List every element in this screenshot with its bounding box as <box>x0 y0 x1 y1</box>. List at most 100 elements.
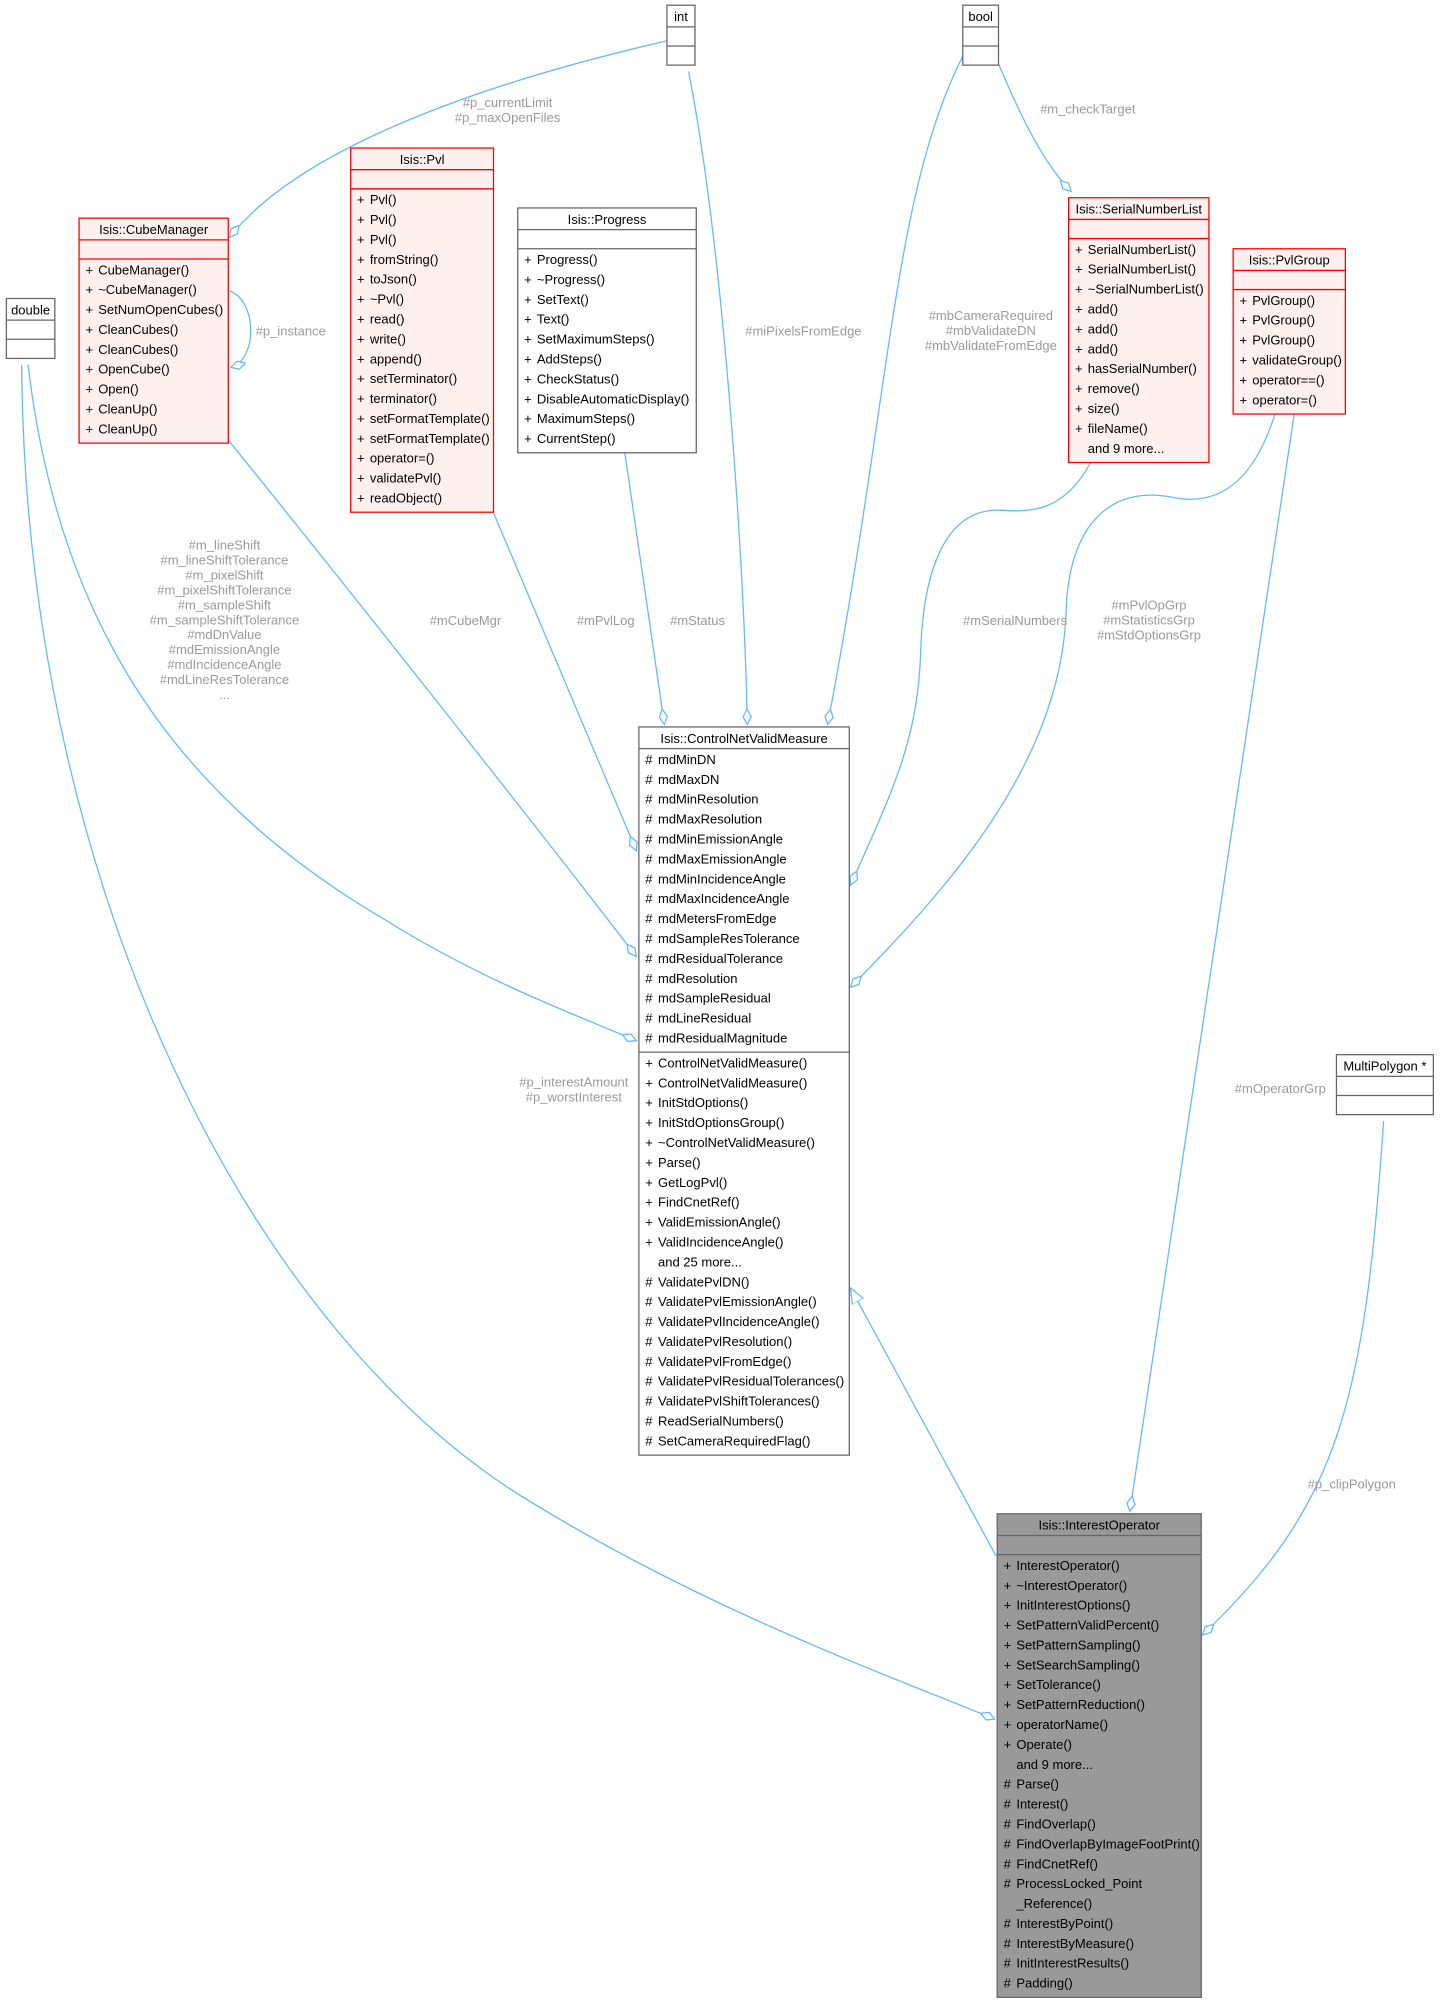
method-item[interactable]: setTerminator() <box>370 371 457 386</box>
attribute-item[interactable]: mdLineResidual <box>658 1011 751 1026</box>
method-item[interactable]: SetNumOpenCubes() <box>98 302 223 317</box>
method-item[interactable]: and 9 more... <box>1088 441 1165 456</box>
method-item[interactable]: read() <box>370 311 405 326</box>
class-name[interactable]: Isis::Pvl <box>400 152 445 167</box>
method-item[interactable]: add() <box>1088 321 1118 336</box>
method-item[interactable]: CurrentStep() <box>537 431 616 446</box>
method-item[interactable]: SetTolerance() <box>1016 1677 1101 1692</box>
class-box-bool[interactable]: bool <box>962 4 1000 66</box>
method-item[interactable]: ~InterestOperator() <box>1016 1578 1127 1593</box>
method-item[interactable]: ValidatePvlResidualTolerances() <box>658 1374 844 1389</box>
method-item[interactable]: CheckStatus() <box>537 371 619 386</box>
method-item[interactable]: CleanCubes() <box>98 342 178 357</box>
method-item[interactable]: validateGroup() <box>1252 353 1342 368</box>
method-item[interactable]: OpenCube() <box>98 362 170 377</box>
attribute-item[interactable]: mdResolution <box>658 971 738 986</box>
method-item[interactable]: SetPatternValidPercent() <box>1016 1618 1159 1633</box>
method-item[interactable]: CleanCubes() <box>98 322 178 337</box>
method-item[interactable]: GetLogPvl() <box>658 1175 727 1190</box>
attribute-item[interactable]: mdMinResolution <box>658 792 758 807</box>
method-item[interactable]: ValidIncidenceAngle() <box>658 1234 784 1249</box>
attribute-item[interactable]: mdMinIncidenceAngle <box>658 871 786 886</box>
method-item[interactable]: operatorName() <box>1016 1717 1108 1732</box>
method-item[interactable]: SerialNumberList() <box>1088 242 1196 257</box>
method-item[interactable]: ValidatePvlShiftTolerances() <box>658 1394 820 1409</box>
attribute-item[interactable]: mdMaxEmissionAngle <box>658 851 787 866</box>
method-item[interactable]: ControlNetValidMeasure() <box>658 1075 807 1090</box>
attribute-item[interactable]: mdSampleResTolerance <box>658 931 800 946</box>
method-item[interactable]: ~ControlNetValidMeasure() <box>658 1135 815 1150</box>
method-item[interactable]: operator=() <box>1252 392 1317 407</box>
class-name[interactable]: bool <box>968 9 993 24</box>
method-item[interactable]: Pvl() <box>370 212 397 227</box>
class-name[interactable]: Isis::InterestOperator <box>1039 1518 1161 1533</box>
method-item[interactable]: ReadSerialNumbers() <box>658 1414 784 1429</box>
method-item[interactable]: toJson() <box>370 272 417 287</box>
method-item[interactable]: SetMaximumSteps() <box>537 332 655 347</box>
class-box-progress[interactable]: Isis::Progress+Progress()+~Progress()+Se… <box>517 207 697 454</box>
method-item[interactable]: SetPatternSampling() <box>1016 1637 1140 1652</box>
method-item[interactable]: ValidatePvlDN() <box>658 1274 750 1289</box>
class-name[interactable]: int <box>674 9 688 24</box>
class-box-double[interactable]: double <box>5 297 56 360</box>
method-item[interactable]: Operate() <box>1016 1737 1072 1752</box>
method-item[interactable]: Interest() <box>1016 1797 1068 1812</box>
class-name[interactable]: Isis::CubeManager <box>99 222 209 237</box>
class-name[interactable]: Isis::PvlGroup <box>1249 253 1330 268</box>
attribute-item[interactable]: mdResidualTolerance <box>658 951 783 966</box>
method-item[interactable]: SerialNumberList() <box>1088 262 1196 277</box>
method-item[interactable]: ValidEmissionAngle() <box>658 1215 781 1230</box>
method-item[interactable]: AddSteps() <box>537 352 602 367</box>
method-item[interactable]: fromString() <box>370 252 439 267</box>
method-item[interactable]: InitStdOptionsGroup() <box>658 1115 784 1130</box>
class-box-pvl-group[interactable]: Isis::PvlGroup+PvlGroup()+PvlGroup()+Pvl… <box>1232 248 1346 415</box>
method-item[interactable]: DisableAutomaticDisplay() <box>537 391 689 406</box>
method-item[interactable]: Pvl() <box>370 232 397 247</box>
method-item[interactable]: Padding() <box>1016 1976 1072 1991</box>
method-item[interactable]: FindOverlapByImageFootPrint() <box>1016 1836 1200 1851</box>
attribute-item[interactable]: mdMetersFromEdge <box>658 911 776 926</box>
method-item[interactable]: ValidatePvlEmissionAngle() <box>658 1294 817 1309</box>
class-name[interactable]: Isis::Progress <box>568 212 647 227</box>
method-item[interactable]: FindOverlap() <box>1016 1817 1095 1832</box>
attribute-item[interactable]: mdMinEmissionAngle <box>658 832 783 847</box>
method-item[interactable]: ValidatePvlIncidenceAngle() <box>658 1314 820 1329</box>
method-item[interactable]: and 9 more... <box>1016 1757 1093 1772</box>
method-item[interactable]: InterestOperator() <box>1016 1558 1119 1573</box>
method-item[interactable]: InitInterestOptions() <box>1016 1598 1130 1613</box>
method-item[interactable]: Parse() <box>658 1155 701 1170</box>
attribute-item[interactable]: mdMinDN <box>658 752 716 767</box>
attribute-item[interactable]: mdMaxIncidenceAngle <box>658 891 790 906</box>
method-item[interactable]: Progress() <box>537 252 598 267</box>
method-item[interactable]: readObject() <box>370 491 442 506</box>
method-item[interactable]: SetCameraRequiredFlag() <box>658 1433 810 1448</box>
method-item[interactable]: FindCnetRef() <box>1016 1856 1098 1871</box>
method-item[interactable]: ProcessLocked_Point <box>1016 1876 1142 1891</box>
method-item[interactable]: add() <box>1088 341 1118 356</box>
attribute-item[interactable]: mdSampleResidual <box>658 991 771 1006</box>
method-item[interactable]: fileName() <box>1088 421 1148 436</box>
method-item[interactable]: append() <box>370 351 422 366</box>
method-item[interactable]: CubeManager() <box>98 262 189 277</box>
class-name[interactable]: Isis::SerialNumberList <box>1076 202 1203 217</box>
class-box-multi-polygon[interactable]: MultiPolygon * <box>1335 1054 1434 1116</box>
method-item[interactable]: MaximumSteps() <box>537 411 635 426</box>
method-item[interactable]: Text() <box>537 312 570 327</box>
method-item[interactable]: InitStdOptions() <box>658 1095 748 1110</box>
method-item[interactable]: terminator() <box>370 391 437 406</box>
method-item[interactable]: add() <box>1088 302 1118 317</box>
method-item[interactable]: ~Progress() <box>537 272 605 287</box>
method-item[interactable]: size() <box>1088 401 1120 416</box>
method-item[interactable]: InterestByMeasure() <box>1016 1936 1134 1951</box>
method-item[interactable]: SetText() <box>537 292 589 307</box>
method-item[interactable]: _Reference() <box>1015 1896 1092 1911</box>
method-item[interactable]: FindCnetRef() <box>658 1195 740 1210</box>
method-item[interactable]: Open() <box>98 382 138 397</box>
attribute-item[interactable]: mdMaxResolution <box>658 812 762 827</box>
method-item[interactable]: InterestByPoint() <box>1016 1916 1113 1931</box>
class-name[interactable]: MultiPolygon * <box>1343 1059 1426 1074</box>
method-item[interactable]: operator==() <box>1252 372 1324 387</box>
method-item[interactable]: PvlGroup() <box>1252 333 1315 348</box>
method-item[interactable]: ~SerialNumberList() <box>1088 282 1204 297</box>
attribute-item[interactable]: mdResidualMagnitude <box>658 1030 787 1045</box>
